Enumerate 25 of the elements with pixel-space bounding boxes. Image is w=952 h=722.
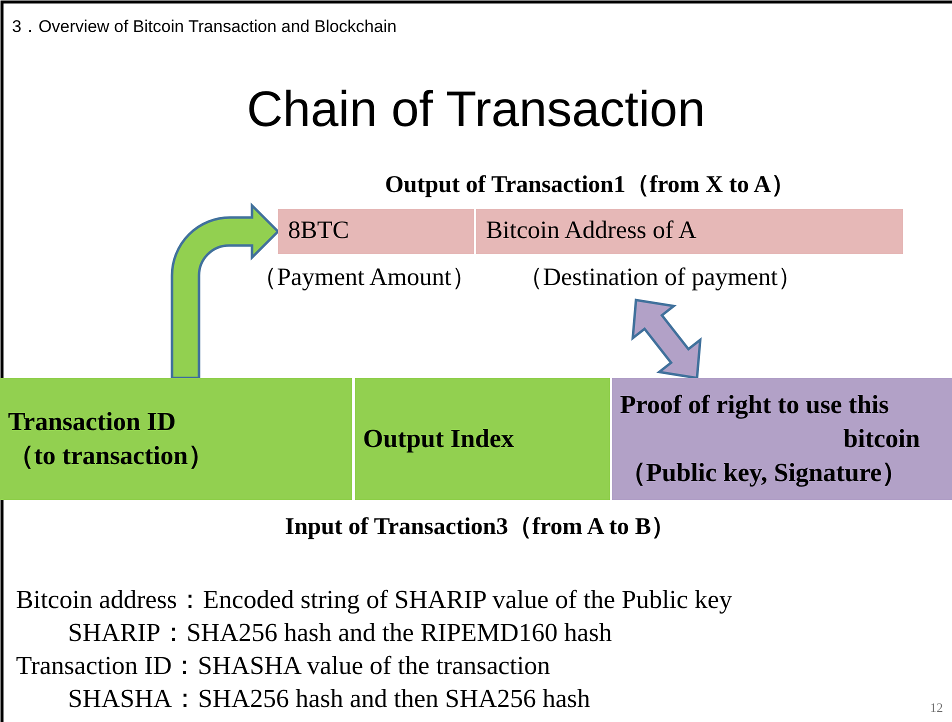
field-caption: （Payment Amount） [252,263,476,293]
field-text: （Public key, Signature） [620,456,909,489]
section-heading: Input of Transaction3（from A to B） [284,513,676,542]
output-field-box [278,209,474,254]
diagram-title: Chain of Transaction [246,80,706,139]
slide-header: 3．Overview of Bitcoin Transaction and Blockchain [12,16,397,38]
definition-text: SHARIP：SHA256 hash and the RIPEMD160 hash [68,617,612,649]
field-text: Output Index [363,423,515,456]
block-arrow [170,204,280,380]
field-text: Bitcoin Address of A [486,216,698,246]
definition-text: Transaction ID：SHASHA value of the transaction [16,650,550,682]
input-field-box [355,378,610,500]
field-text: （to transaction） [8,440,215,472]
page-number: 12 [930,700,943,716]
input-field-box [612,378,952,500]
block-arrow [631,298,702,380]
input-field-box [0,378,352,500]
field-caption: （Destination of payment） [518,263,803,293]
field-text: 8BTC [288,216,350,246]
output-field-box [476,209,903,254]
field-text: Proof of right to use this bitcoin [620,389,920,456]
section-heading: Output of Transaction1（from X to A） [385,171,795,200]
field-text: Transaction ID [8,406,177,438]
definition-text: SHASHA：SHA256 hash and then SHA256 hash [68,683,590,715]
definition-text: Bitcoin address：Encoded string of SHARIP value of the Public key [16,584,732,616]
